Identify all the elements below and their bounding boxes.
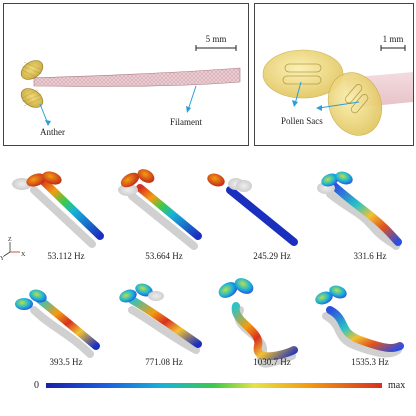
mode-shape-1 (12, 171, 104, 248)
mode-shape-6 (119, 283, 202, 354)
mode-shape-7 (218, 278, 298, 368)
scale-label-5mm: 5 mm (206, 34, 227, 44)
mode-3-frequency: 245.29 Hz (253, 251, 291, 261)
mode-shape-3 (207, 173, 298, 246)
mode-5-frequency: 393.5 Hz (49, 357, 83, 367)
colorbar (46, 383, 382, 388)
scale-label-1mm: 1 mm (383, 34, 404, 44)
pollen-sacs-label: Pollen Sacs (281, 116, 323, 126)
mode-shape-8 (315, 285, 404, 358)
mode-shape-5 (15, 289, 100, 358)
axis-z-label: Z (8, 237, 12, 243)
mode-1-frequency: 53.112 Hz (47, 251, 85, 261)
mode-4-frequency: 331.6 Hz (353, 251, 387, 261)
pollen-sacs-drawing: 1 mm Pollen Sacs (262, 34, 413, 136)
mode-shapes-area: Z Y X (0, 169, 404, 368)
inner-pollen-sacs (282, 63, 369, 114)
pollen-sacs-panel: 1 mm Pollen Sacs (254, 3, 414, 146)
axis-x-label: X (21, 252, 26, 258)
mode-6-frequency: 771.08 Hz (145, 357, 183, 367)
colorbar-min-label: 0 (34, 380, 39, 391)
colorbar-max-label: max (388, 380, 406, 391)
mode-shape-4 (317, 171, 402, 250)
mode-2-frequency: 53.664 Hz (145, 251, 183, 261)
axis-triad: Z Y X (0, 237, 26, 262)
mode-shape-2 (118, 169, 202, 250)
pollen-lobe-left (262, 49, 344, 99)
filament-label: Filament (170, 117, 202, 127)
anther-label: Anther (40, 127, 65, 137)
stamen-overview-panel: 5 mm Anther Filament (3, 3, 249, 146)
stamen-overview-drawing: 5 mm Anther Filament (20, 34, 241, 137)
mode-7-frequency: 1030.7 Hz (253, 357, 291, 367)
axis-y-label: Y (0, 256, 5, 262)
mode-8-frequency: 1535.3 Hz (351, 357, 389, 367)
